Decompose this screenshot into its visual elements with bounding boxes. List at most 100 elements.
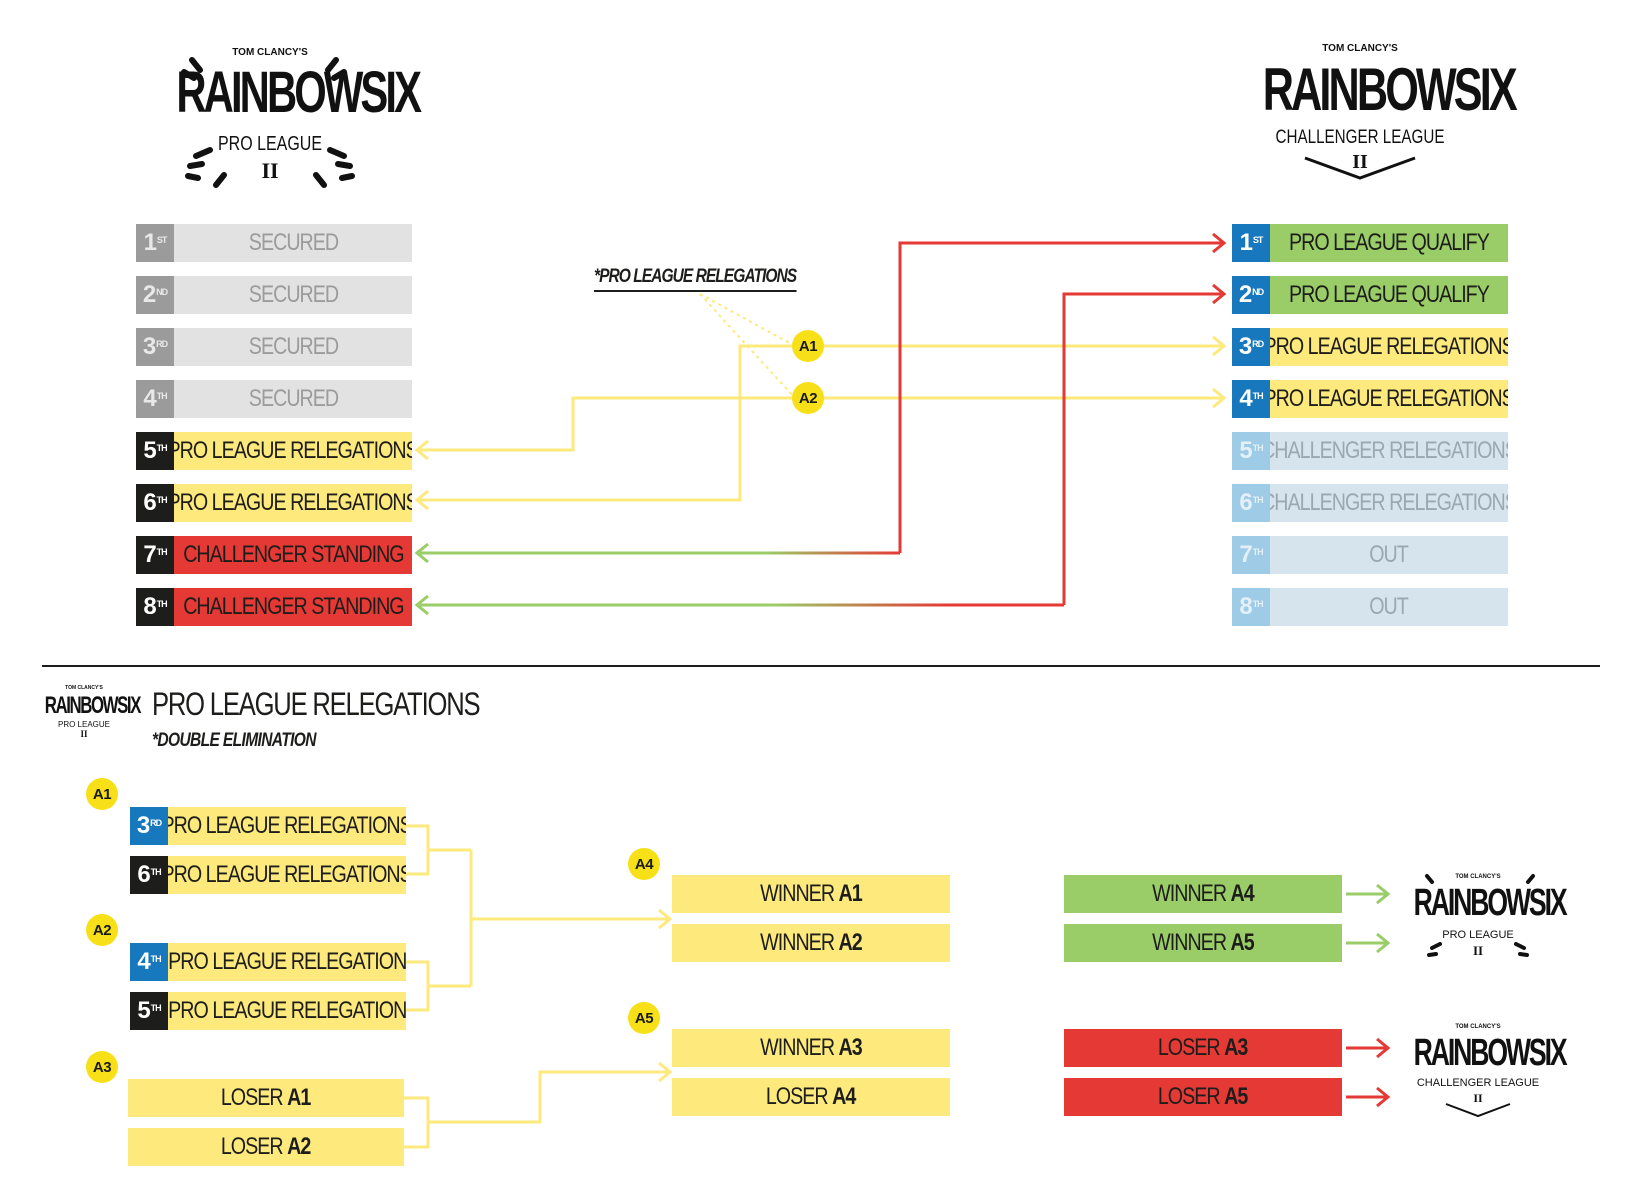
row-label: PRO LEAGUE RELEGATIONS xyxy=(1270,380,1508,418)
rank-suffix: TH xyxy=(156,599,168,609)
row-label: SECURED xyxy=(174,380,412,418)
row-label-text: PRO LEAGUE RELEGATIONS xyxy=(174,437,412,464)
box-label: WINNER A2 xyxy=(760,929,863,957)
row-label: CHALLENGER RELEGATIONS xyxy=(1270,484,1508,522)
row-label-text: SECURED xyxy=(248,333,338,360)
box-label: LOSER A4 xyxy=(766,1083,856,1111)
rank-number: 3 xyxy=(136,812,150,839)
row-label-text: PRO LEAGUE QUALIFY xyxy=(1289,281,1490,308)
box-label: WINNER A3 xyxy=(760,1034,863,1062)
rank-number: 2 xyxy=(1238,281,1252,308)
box-ref: A3 xyxy=(1224,1034,1249,1061)
logo-sub-text: CHALLENGER LEAGUE xyxy=(1275,127,1445,148)
row-label-text: PRO LEAGUE QUALIFY xyxy=(1289,229,1490,256)
rank-suffix: RD xyxy=(1252,339,1264,349)
logo-brand-text: RAINBOWSIX xyxy=(176,60,422,125)
rank-number: 6 xyxy=(1239,489,1252,516)
match-badge-a5: A5 xyxy=(628,1002,660,1034)
box-prefix: LOSER xyxy=(221,1084,288,1111)
rank-number: 5 xyxy=(137,997,150,1024)
rank-number: 1 xyxy=(1239,229,1253,256)
logo-top-text: TOM CLANCY'S xyxy=(1455,874,1501,880)
rank-number: 6 xyxy=(143,489,156,516)
rank-number: 8 xyxy=(1239,593,1252,620)
logo-num-text: II xyxy=(261,158,279,183)
rank-suffix: TH xyxy=(156,391,168,401)
rank-number: 4 xyxy=(137,948,150,975)
rank-suffix: ST xyxy=(156,235,167,245)
pro-league-logo: TOM CLANCY'S RAINBOWSIX PRO LEAGUE II xyxy=(140,30,422,190)
match-badge-a1: A1 xyxy=(86,778,118,810)
row-label-text: SECURED xyxy=(248,281,338,308)
outcome-pro-league: WINNER A5 xyxy=(1064,924,1342,962)
box-prefix: WINNER xyxy=(760,1034,839,1061)
rank-number: 3 xyxy=(1238,333,1252,360)
rank-suffix: RD xyxy=(150,818,162,828)
match-badge-a2: A2 xyxy=(792,382,824,414)
rank-number: 1 xyxy=(143,229,157,256)
logo-brand-text: RAINBOWSIX xyxy=(1413,1032,1568,1074)
outcome-pro-league: WINNER A4 xyxy=(1064,875,1342,913)
destination-pro-league-logo: TOM CLANCY'S RAINBOWSIX PRO LEAGUE II xyxy=(1396,870,1568,970)
destination-challenger-league-logo: TOM CLANCY'S RAINBOWSIX CHALLENGER LEAGU… xyxy=(1396,1024,1568,1120)
logo-sub-text: PRO LEAGUE xyxy=(1442,929,1514,941)
logo-top-text: TOM CLANCY'S xyxy=(65,685,103,691)
logo-num-text: II xyxy=(1472,943,1484,958)
box-ref: A4 xyxy=(1230,880,1255,907)
match-badge-a1: A1 xyxy=(792,330,824,362)
rank-number: 2 xyxy=(142,281,156,308)
row-label-text: PRO LEAGUE RELEGATIONS xyxy=(174,489,412,516)
outcome-arrows-challenger xyxy=(1346,1037,1391,1108)
rank-suffix: ND xyxy=(156,287,168,297)
match-badge-a3: A3 xyxy=(86,1051,118,1083)
row-label: OUT xyxy=(1270,536,1508,574)
a1-route xyxy=(414,335,1227,511)
logo-num-text: II xyxy=(80,729,88,739)
box-ref: A1 xyxy=(287,1084,312,1111)
a2-route xyxy=(414,387,1227,461)
rank-number: 8 xyxy=(143,593,156,620)
section-logo: TOM CLANCY'S RAINBOWSIX PRO LEAGUE II xyxy=(38,685,142,742)
section-subtitle: *DOUBLE ELIMINATION xyxy=(152,730,316,751)
rank-number: 6 xyxy=(137,861,150,888)
rank-suffix: TH xyxy=(150,1003,162,1013)
logo-sub-text: CHALLENGER LEAGUE xyxy=(1416,1077,1540,1089)
row-label: PRO LEAGUE RELEGATIONS xyxy=(174,432,412,470)
row-label-text: PRO LEAGUE RELEGATIONS xyxy=(168,861,406,888)
rank-number: 4 xyxy=(143,385,156,412)
rank-suffix: TH xyxy=(150,867,162,877)
row-label: CHALLENGER STANDING xyxy=(174,536,412,574)
box-prefix: LOSER xyxy=(766,1083,833,1110)
rank-suffix: TH xyxy=(1252,599,1264,609)
a3-slot: LOSER A1 xyxy=(128,1079,404,1117)
logo-top-text: TOM CLANCY'S xyxy=(232,47,308,58)
outcome-arrows-pro xyxy=(1346,883,1391,954)
